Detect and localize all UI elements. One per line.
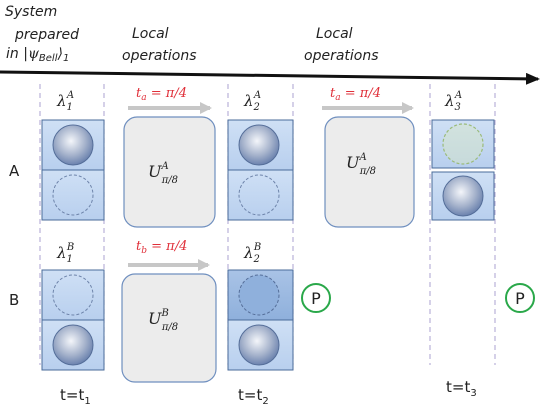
ball-a1-bottom-empty <box>52 174 94 216</box>
cell-a2-bottom <box>227 169 294 221</box>
timepoint-t2: t=t2 <box>238 386 269 407</box>
operator-box-ub-1 <box>121 273 217 383</box>
lambda-a3: λ3A <box>444 90 462 113</box>
lambda-a2: λ2A <box>243 90 261 113</box>
register-b-t2 <box>227 269 294 371</box>
register-a-t2 <box>227 119 294 221</box>
timepoint-t1: t=t1 <box>60 386 91 407</box>
time-axis-arrow <box>0 70 540 85</box>
register-a-t3 <box>431 119 495 221</box>
measurement-p-1-label: P <box>311 289 321 308</box>
system-label-line1: System <box>5 4 57 20</box>
measurement-p-2: P <box>505 283 535 313</box>
time-label-ta-1: ta = π/4 <box>136 86 187 103</box>
ball-a3-top-faded <box>442 123 484 165</box>
lambda-a1: λ1A <box>56 90 74 113</box>
measurement-p-1: P <box>301 283 331 313</box>
local-ops-2-line1: Local <box>316 26 353 42</box>
time-label-tb: tb = π/4 <box>136 239 187 256</box>
system-label-line3: in |ψBell⟩1 <box>6 46 69 64</box>
system-label-line2: prepared <box>14 27 79 43</box>
measurement-p-2-circle <box>505 283 535 313</box>
ball-a2-top-filled <box>238 124 280 166</box>
row-label-a: A <box>9 162 20 180</box>
measurement-p-2-label: P <box>515 289 525 308</box>
ball-b1-top-empty <box>52 274 94 316</box>
ball-a3-bottom-filled <box>442 175 484 217</box>
measurement-p-1-circle <box>301 283 331 313</box>
time-label-ta-2: ta = π/4 <box>330 86 381 103</box>
cell-a3-top <box>431 119 495 169</box>
ball-a1-top-filled <box>52 124 94 166</box>
ball-b1-bottom-filled <box>52 324 94 366</box>
local-ops-2-line2: operations <box>304 48 379 64</box>
operator-box-ua-2 <box>324 116 415 228</box>
ball-b2-top-empty <box>238 274 280 316</box>
register-b-t1 <box>41 269 105 371</box>
register-a-t1 <box>41 119 105 221</box>
cell-b1-top <box>41 269 105 321</box>
cell-a1-bottom <box>41 169 105 221</box>
lambda-b2: λ2B <box>243 242 261 265</box>
ball-b2-bottom-filled <box>238 324 280 366</box>
local-ops-1-line1: Local <box>132 26 169 42</box>
lambda-b1: λ1B <box>56 242 74 265</box>
operator-box-ua-1 <box>123 116 216 228</box>
ball-a2-bottom-empty <box>238 174 280 216</box>
timepoint-t3: t=t3 <box>446 378 477 399</box>
row-label-b: B <box>9 291 19 309</box>
local-ops-1-line2: operations <box>122 48 197 64</box>
